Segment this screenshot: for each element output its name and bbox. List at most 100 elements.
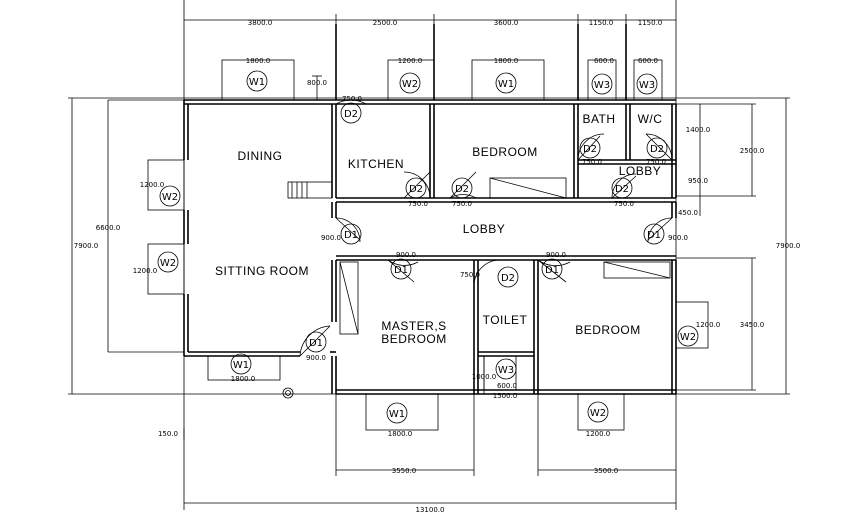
dim-1000: 1000.0 — [472, 373, 497, 381]
dim-1500: 1500.0 — [493, 392, 518, 400]
dim-450: 450.0 — [678, 209, 698, 217]
dim-bottom-2: 3500.0 — [594, 467, 619, 475]
dim-d2-bath: 750.0 — [582, 158, 602, 166]
dim-950: 950.0 — [688, 177, 708, 185]
dim-d1-sitting: 900.0 — [306, 354, 326, 362]
room-label-bedroom-top: BEDROOM — [472, 145, 538, 159]
svg-text:D2: D2 — [583, 144, 597, 155]
svg-text:W3: W3 — [594, 80, 610, 91]
dim-w2-bedroom-right: 1200.0 — [696, 321, 721, 329]
tag-w1-dining: W1 — [246, 70, 268, 92]
dim-top-2: 2500.0 — [373, 19, 398, 27]
dim-w3-wc: 600.0 — [638, 57, 658, 65]
tag-d2-kitchen-door: D2 — [405, 177, 427, 199]
tag-d1-master: D1 — [390, 258, 412, 280]
dim-top-3: 3600.0 — [494, 19, 519, 27]
svg-text:W2: W2 — [160, 258, 176, 269]
room-label-bath: BATH — [582, 112, 615, 126]
tag-w2-sitting: W2 — [157, 251, 179, 273]
svg-text:D2: D2 — [344, 109, 358, 120]
room-label-master-line2: BEDROOM — [381, 332, 447, 346]
svg-text:W2: W2 — [680, 332, 696, 343]
dim-right-2500: 2500.0 — [740, 147, 765, 155]
tag-w1-master: W1 — [386, 402, 408, 424]
tags: W1 W2 W1 W3 W3 D2 D2 D2 W2 D2 D2 D2 D1 D… — [157, 70, 699, 424]
room-label-kitchen: KITCHEN — [348, 157, 404, 171]
svg-text:W3: W3 — [639, 80, 655, 91]
room-label-bedroom-right: BEDROOM — [575, 323, 641, 337]
dim-d1-bedroom: 900.0 — [546, 251, 566, 259]
svg-text:D2: D2 — [615, 184, 629, 195]
dim-w2-dining: 1200.0 — [140, 181, 165, 189]
walls — [183, 24, 677, 395]
dim-w1-dining: 1800.0 — [246, 57, 271, 65]
tag-d1-left: D1 — [340, 223, 362, 245]
tag-w1-bedroom: W1 — [495, 72, 517, 94]
dim-d2-lobby: 750.0 — [614, 200, 634, 208]
dim-w2-sitting: 1200.0 — [133, 267, 158, 275]
tag-d2-lobby: D2 — [611, 177, 633, 199]
svg-text:W1: W1 — [233, 360, 249, 371]
svg-text:D2: D2 — [455, 184, 469, 195]
svg-text:D2: D2 — [650, 144, 664, 155]
dim-w3-bath: 600.0 — [594, 57, 614, 65]
tag-d2-wc: D2 — [646, 137, 668, 159]
dimension-lines — [68, 0, 790, 510]
room-label-wc: W/C — [638, 112, 663, 126]
tag-w2-bedroom: W2 — [587, 401, 609, 423]
tag-w3-bath: W3 — [591, 73, 613, 95]
dim-d2-wc: 750.0 — [646, 158, 666, 166]
dim-w2-bedroom: 1200.0 — [586, 430, 611, 438]
dim-w1-sitting: 1800.0 — [231, 375, 256, 383]
tag-w3-wc: W3 — [636, 73, 658, 95]
tag-d2-bath: D2 — [579, 137, 601, 159]
svg-text:W2: W2 — [402, 79, 418, 90]
window-openings — [147, 59, 709, 431]
dim-w2-kitchen: 1200.0 — [398, 57, 423, 65]
dim-d1-right: 900.0 — [668, 234, 688, 242]
dim-overall-13100: 13100.0 — [416, 506, 445, 514]
dim-top-4: 1150.0 — [589, 19, 614, 27]
svg-text:D1: D1 — [545, 265, 559, 276]
tag-w1-sitting: W1 — [230, 353, 252, 375]
tag-d1-bedroom: D1 — [541, 258, 563, 280]
dim-150: 150.0 — [158, 430, 178, 438]
tag-w2-kitchen: W2 — [399, 72, 421, 94]
dim-d2-toilet: 750.0 — [460, 271, 480, 279]
dim-d2-bedroom-door: 750.0 — [452, 200, 472, 208]
dim-w1-bedroom: 1800.0 — [494, 57, 519, 65]
svg-text:W1: W1 — [249, 77, 265, 88]
svg-text:D2: D2 — [409, 184, 423, 195]
fixtures — [282, 177, 671, 399]
tag-d2-kitchen: D2 — [340, 102, 362, 124]
tag-d1-sitting: D1 — [305, 331, 327, 353]
tag-w3-toilet: W3 — [495, 358, 517, 380]
svg-text:W2: W2 — [590, 408, 606, 419]
room-label-lobby: LOBBY — [463, 222, 506, 236]
svg-text:D2: D2 — [501, 273, 515, 284]
dim-d2-kitchen: 750.0 — [342, 95, 362, 103]
svg-text:W2: W2 — [162, 192, 178, 203]
dim-left-7900: 7900.0 — [74, 242, 99, 250]
dim-left-6600: 6600.0 — [96, 224, 121, 232]
dim-1400: 1400.0 — [686, 126, 711, 134]
dim-w3-toilet: 600.0 — [497, 382, 517, 390]
room-label-sitting-room: SITTING ROOM — [215, 264, 309, 278]
svg-text:W3: W3 — [498, 365, 514, 376]
dim-kitchen-800: 800.0 — [307, 79, 327, 87]
room-label-toilet: TOILET — [483, 313, 528, 327]
tag-d2-bedroom-door: D2 — [451, 177, 473, 199]
dim-right-7900: 7900.0 — [776, 242, 801, 250]
dim-w1-master: 1800.0 — [388, 430, 413, 438]
svg-text:D1: D1 — [344, 230, 358, 241]
dim-d1-master: 900.0 — [396, 251, 416, 259]
svg-text:D1: D1 — [647, 230, 661, 241]
tag-w2-bedroom-right: W2 — [677, 325, 699, 347]
dim-top-1: 3800.0 — [248, 19, 273, 27]
dim-d1-left: 900.0 — [321, 234, 341, 242]
dim-bottom-1: 3550.0 — [392, 467, 417, 475]
room-label-master-line1: MASTER,S — [381, 319, 446, 333]
svg-text:W1: W1 — [389, 409, 405, 420]
svg-text:D1: D1 — [309, 338, 323, 349]
